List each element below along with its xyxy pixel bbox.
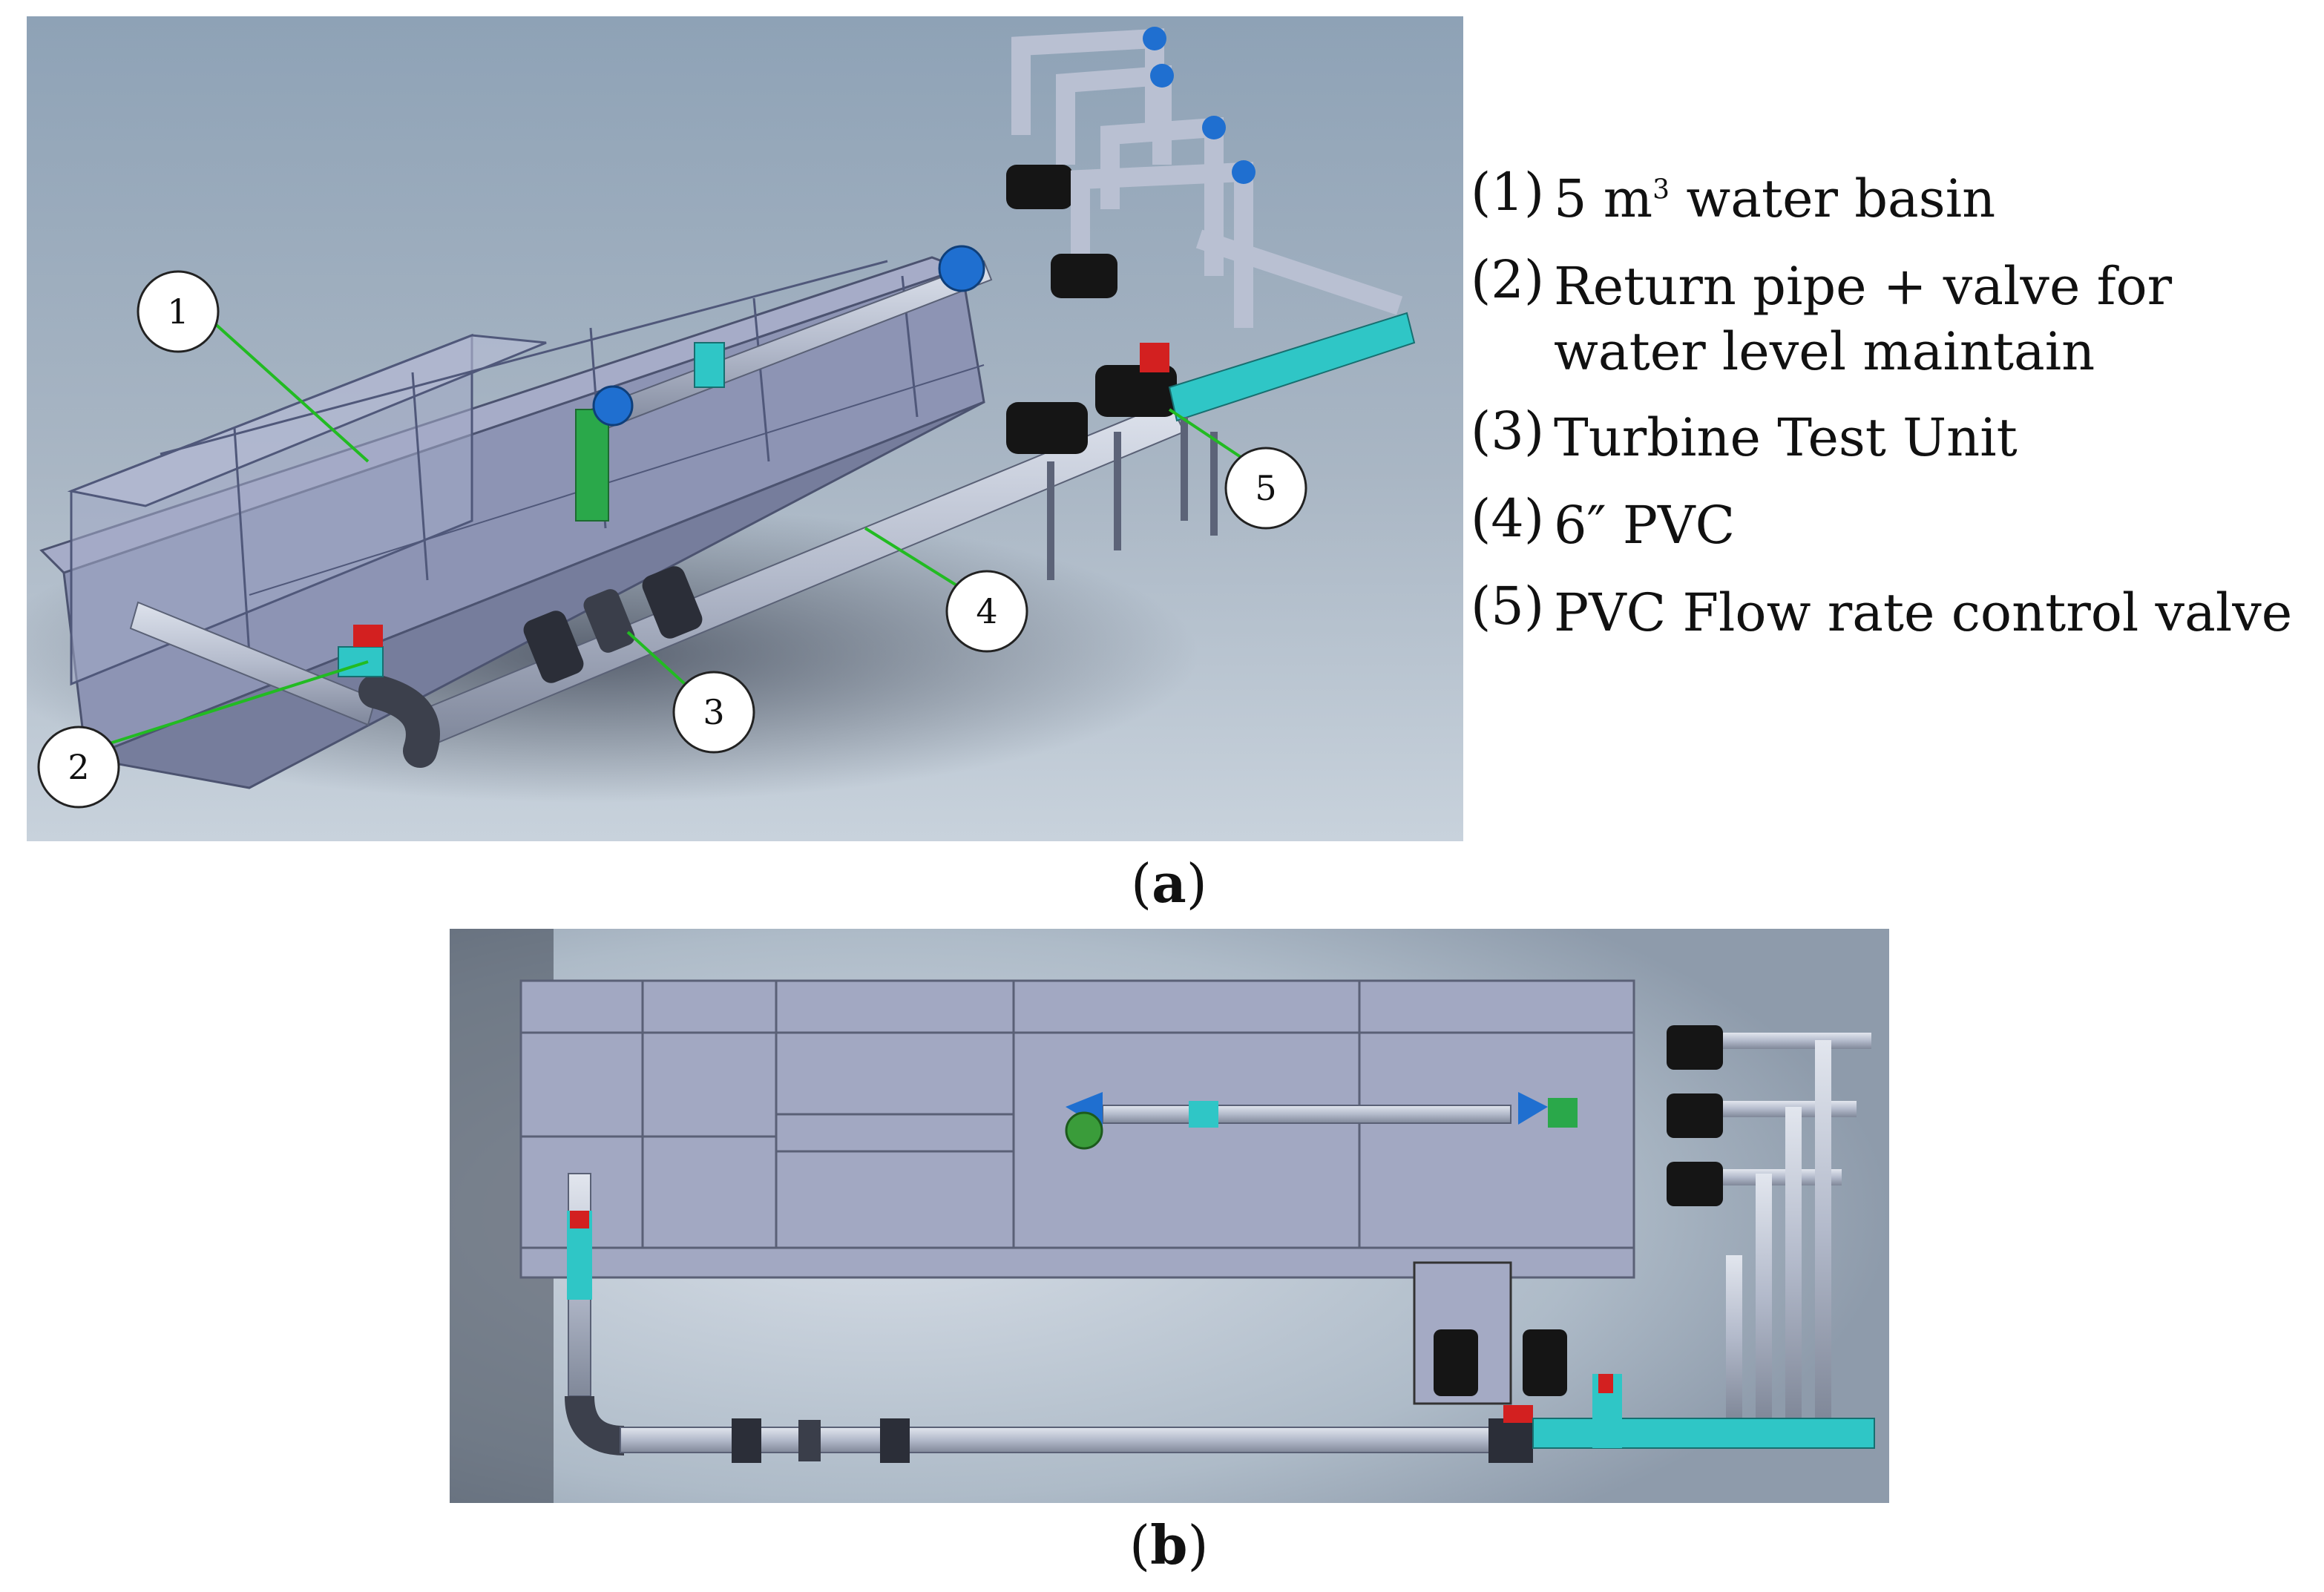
upper-pipe bbox=[575, 260, 993, 522]
callout-3-label: 3 bbox=[703, 692, 724, 732]
pvc-main-pipe-top bbox=[565, 1173, 1875, 1463]
pump bbox=[1095, 365, 1177, 417]
callout-1: 1 bbox=[137, 270, 220, 353]
callout-3: 3 bbox=[672, 671, 755, 754]
callout-2-label: 2 bbox=[68, 747, 89, 787]
callout-2: 2 bbox=[37, 726, 120, 809]
legend-text: PVC Flow rate control valve bbox=[1554, 582, 2293, 643]
legend-number: (4) bbox=[1471, 488, 1545, 549]
legend-number: (2) bbox=[1471, 249, 1545, 310]
return-pipe bbox=[129, 601, 440, 768]
isometric-render: 1 2 3 4 5 bbox=[27, 16, 1463, 841]
legend-text: 5 m3 water basin bbox=[1554, 168, 1996, 229]
flow-valve-handle bbox=[1140, 343, 1169, 372]
leader-lines bbox=[109, 313, 1260, 745]
legend-item-5: (5)PVC Flow rate control valve bbox=[1471, 580, 2296, 645]
support-legs bbox=[1047, 417, 1218, 580]
flange bbox=[523, 611, 584, 683]
legend-item-3: (3)Turbine Test Unit bbox=[1471, 405, 2296, 470]
callout-1-label: 1 bbox=[167, 292, 188, 332]
pumps-top bbox=[1413, 1025, 1871, 1418]
legend-text: Return pipe + valve for water level main… bbox=[1554, 256, 2173, 382]
turbine-test-unit bbox=[583, 589, 635, 653]
legend-item-4: (4)6″ PVC bbox=[1471, 493, 2296, 558]
flange bbox=[642, 566, 703, 639]
callout-5-label: 5 bbox=[1255, 468, 1276, 508]
figure-panel-b bbox=[450, 929, 1889, 1503]
pump-manifold bbox=[938, 27, 1416, 454]
callout-5: 5 bbox=[1224, 447, 1307, 530]
top-view-render bbox=[450, 929, 1889, 1503]
upper-pipe-top bbox=[1065, 1092, 1578, 1150]
legend-number: (5) bbox=[1471, 576, 1545, 637]
figure-panel-a: 1 2 3 4 5 bbox=[27, 16, 1463, 841]
return-valve-handle bbox=[353, 625, 383, 647]
legend-item-1: (1)5 m3 water basin bbox=[1471, 166, 2296, 231]
pump bbox=[1006, 402, 1088, 454]
caption-a: (a) bbox=[1131, 852, 1207, 915]
legend-text: 6″ PVC bbox=[1554, 495, 1736, 556]
legend-item-2: (2)Return pipe + valve for water level m… bbox=[1471, 254, 2296, 384]
legend-number: (1) bbox=[1471, 162, 1545, 223]
legend-number: (3) bbox=[1471, 401, 1545, 461]
callout-4: 4 bbox=[945, 570, 1028, 653]
water-basin bbox=[39, 256, 985, 789]
caption-b: (b) bbox=[1129, 1513, 1209, 1576]
legend-text: Turbine Test Unit bbox=[1554, 407, 2018, 468]
callout-4-label: 4 bbox=[976, 591, 997, 631]
